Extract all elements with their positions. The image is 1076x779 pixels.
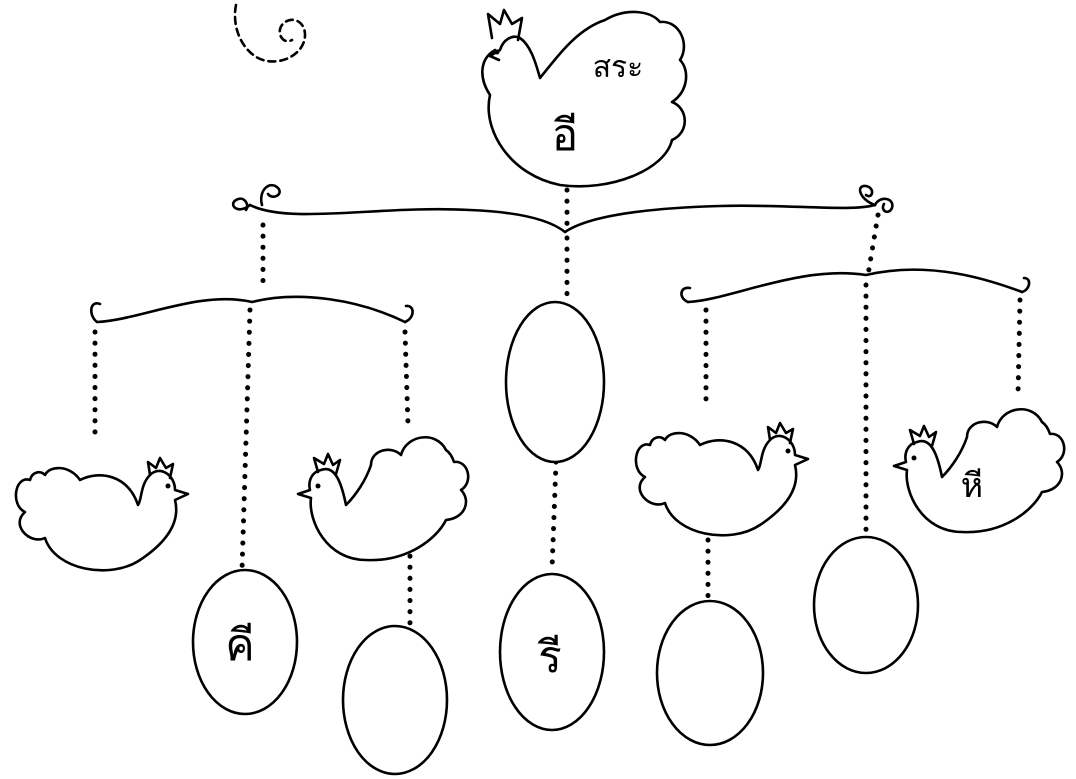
- top-hen: สระ อี: [481, 8, 688, 188]
- top-hanger-bar: [231, 183, 894, 234]
- egg-center-top: [504, 300, 606, 464]
- egg-1-label: คี: [225, 620, 254, 671]
- bird-mid-left: [296, 435, 470, 562]
- egg-4: [655, 599, 765, 747]
- egg-center-bottom: รี: [498, 572, 606, 732]
- top-hen-label-line2: อี: [552, 110, 578, 161]
- bird-right-label: หี: [961, 466, 983, 506]
- swirl-icon: [233, 3, 307, 63]
- egg-5: [812, 535, 920, 675]
- right-hanger-bar: [680, 268, 1031, 304]
- bird-left: [14, 456, 190, 572]
- left-hanger-bar: [90, 295, 414, 324]
- bird-mid-right: [634, 421, 810, 537]
- top-hen-label-line1: สระ: [593, 50, 644, 85]
- egg-2: [341, 624, 449, 776]
- egg-center-bottom-label: รี: [537, 632, 562, 683]
- egg-1: คี: [191, 568, 299, 716]
- hanger-strings: [92, 187, 1023, 628]
- bird-right: หี: [892, 407, 1066, 534]
